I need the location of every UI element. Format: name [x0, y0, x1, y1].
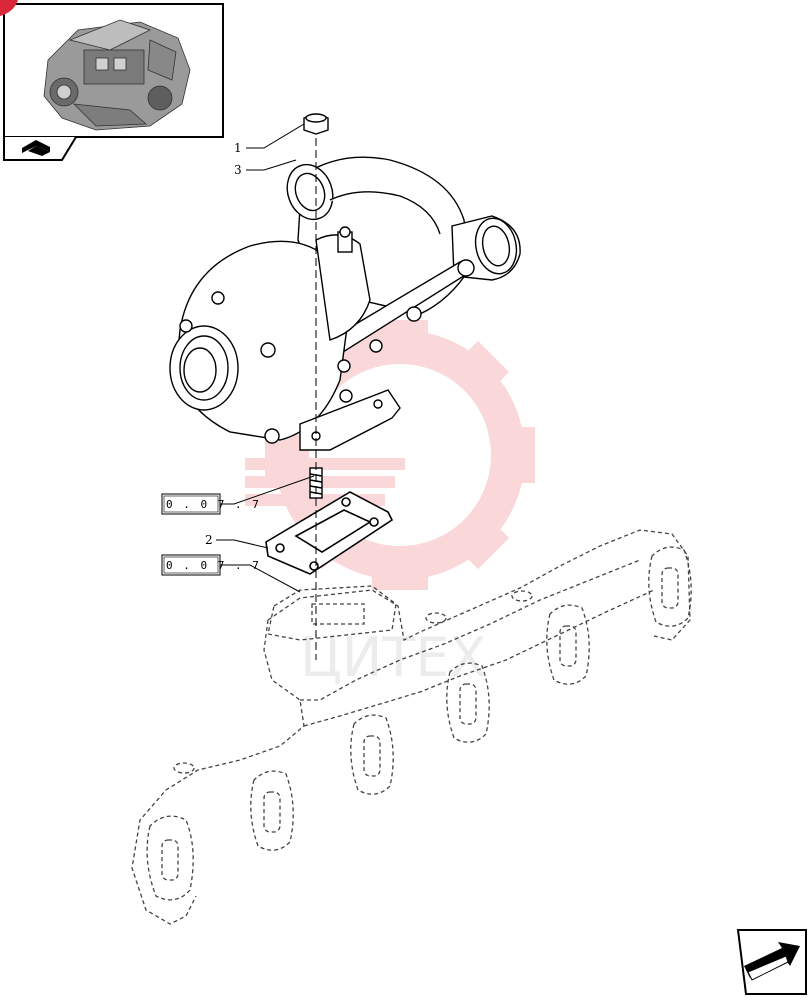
watermark-text: ЦИТЕХ	[300, 626, 486, 689]
callout-3[interactable]: 3	[234, 163, 242, 177]
reference-label-bottom: 0 . 0 7 . 7	[166, 559, 261, 572]
engine-thumbnail[interactable]	[3, 3, 224, 161]
nut[interactable]	[303, 113, 329, 135]
reference-box-top[interactable]: 0 . 0 7 . 7	[161, 493, 261, 515]
open-book-icon[interactable]	[22, 140, 50, 156]
engine-thumbnail-icon	[43, 19, 191, 131]
callout-1[interactable]: 1	[234, 141, 242, 155]
leader-lines	[216, 123, 315, 593]
callout-2[interactable]: 2	[205, 533, 213, 547]
corner-badge	[0, 0, 18, 16]
turbocharger[interactable]	[169, 156, 521, 451]
next-page-arrow-icon[interactable]	[736, 929, 807, 995]
exhaust-manifold-phantom	[131, 529, 692, 925]
reference-box-bottom[interactable]: 0 . 0 7 . 7	[161, 554, 261, 576]
reference-label-top: 0 . 0 7 . 7	[166, 498, 261, 511]
